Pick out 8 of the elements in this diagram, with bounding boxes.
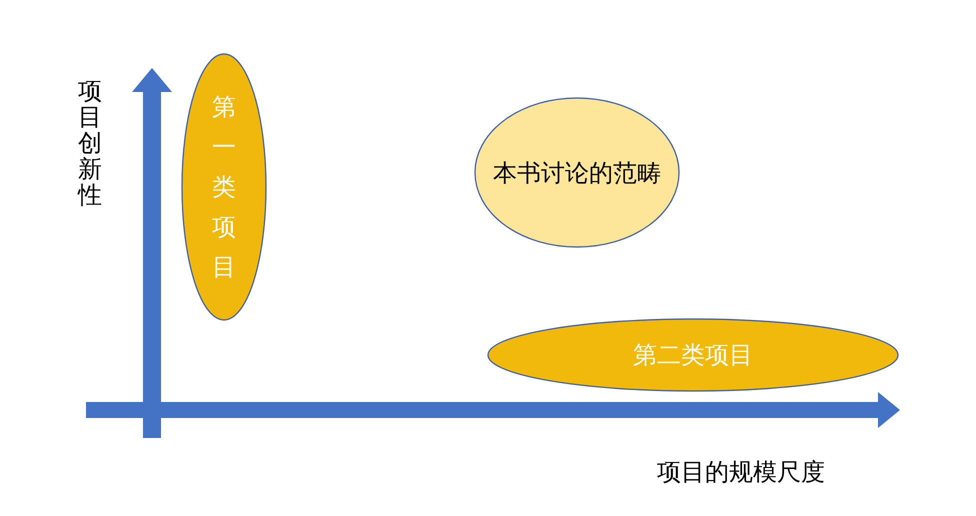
ellipse-label: 第二类项目 [633,340,753,371]
axis-label: 项目的规模尺度 [657,457,825,488]
ellipse-shape [487,318,899,392]
ellipse-shape [181,53,267,321]
ellipse-shape [474,97,680,248]
ellipse-label: 第一类项目 [212,92,236,283]
ellipse-label: 本书讨论的范畴 [493,158,661,188]
axis-label: 项目创新性 [78,78,102,208]
